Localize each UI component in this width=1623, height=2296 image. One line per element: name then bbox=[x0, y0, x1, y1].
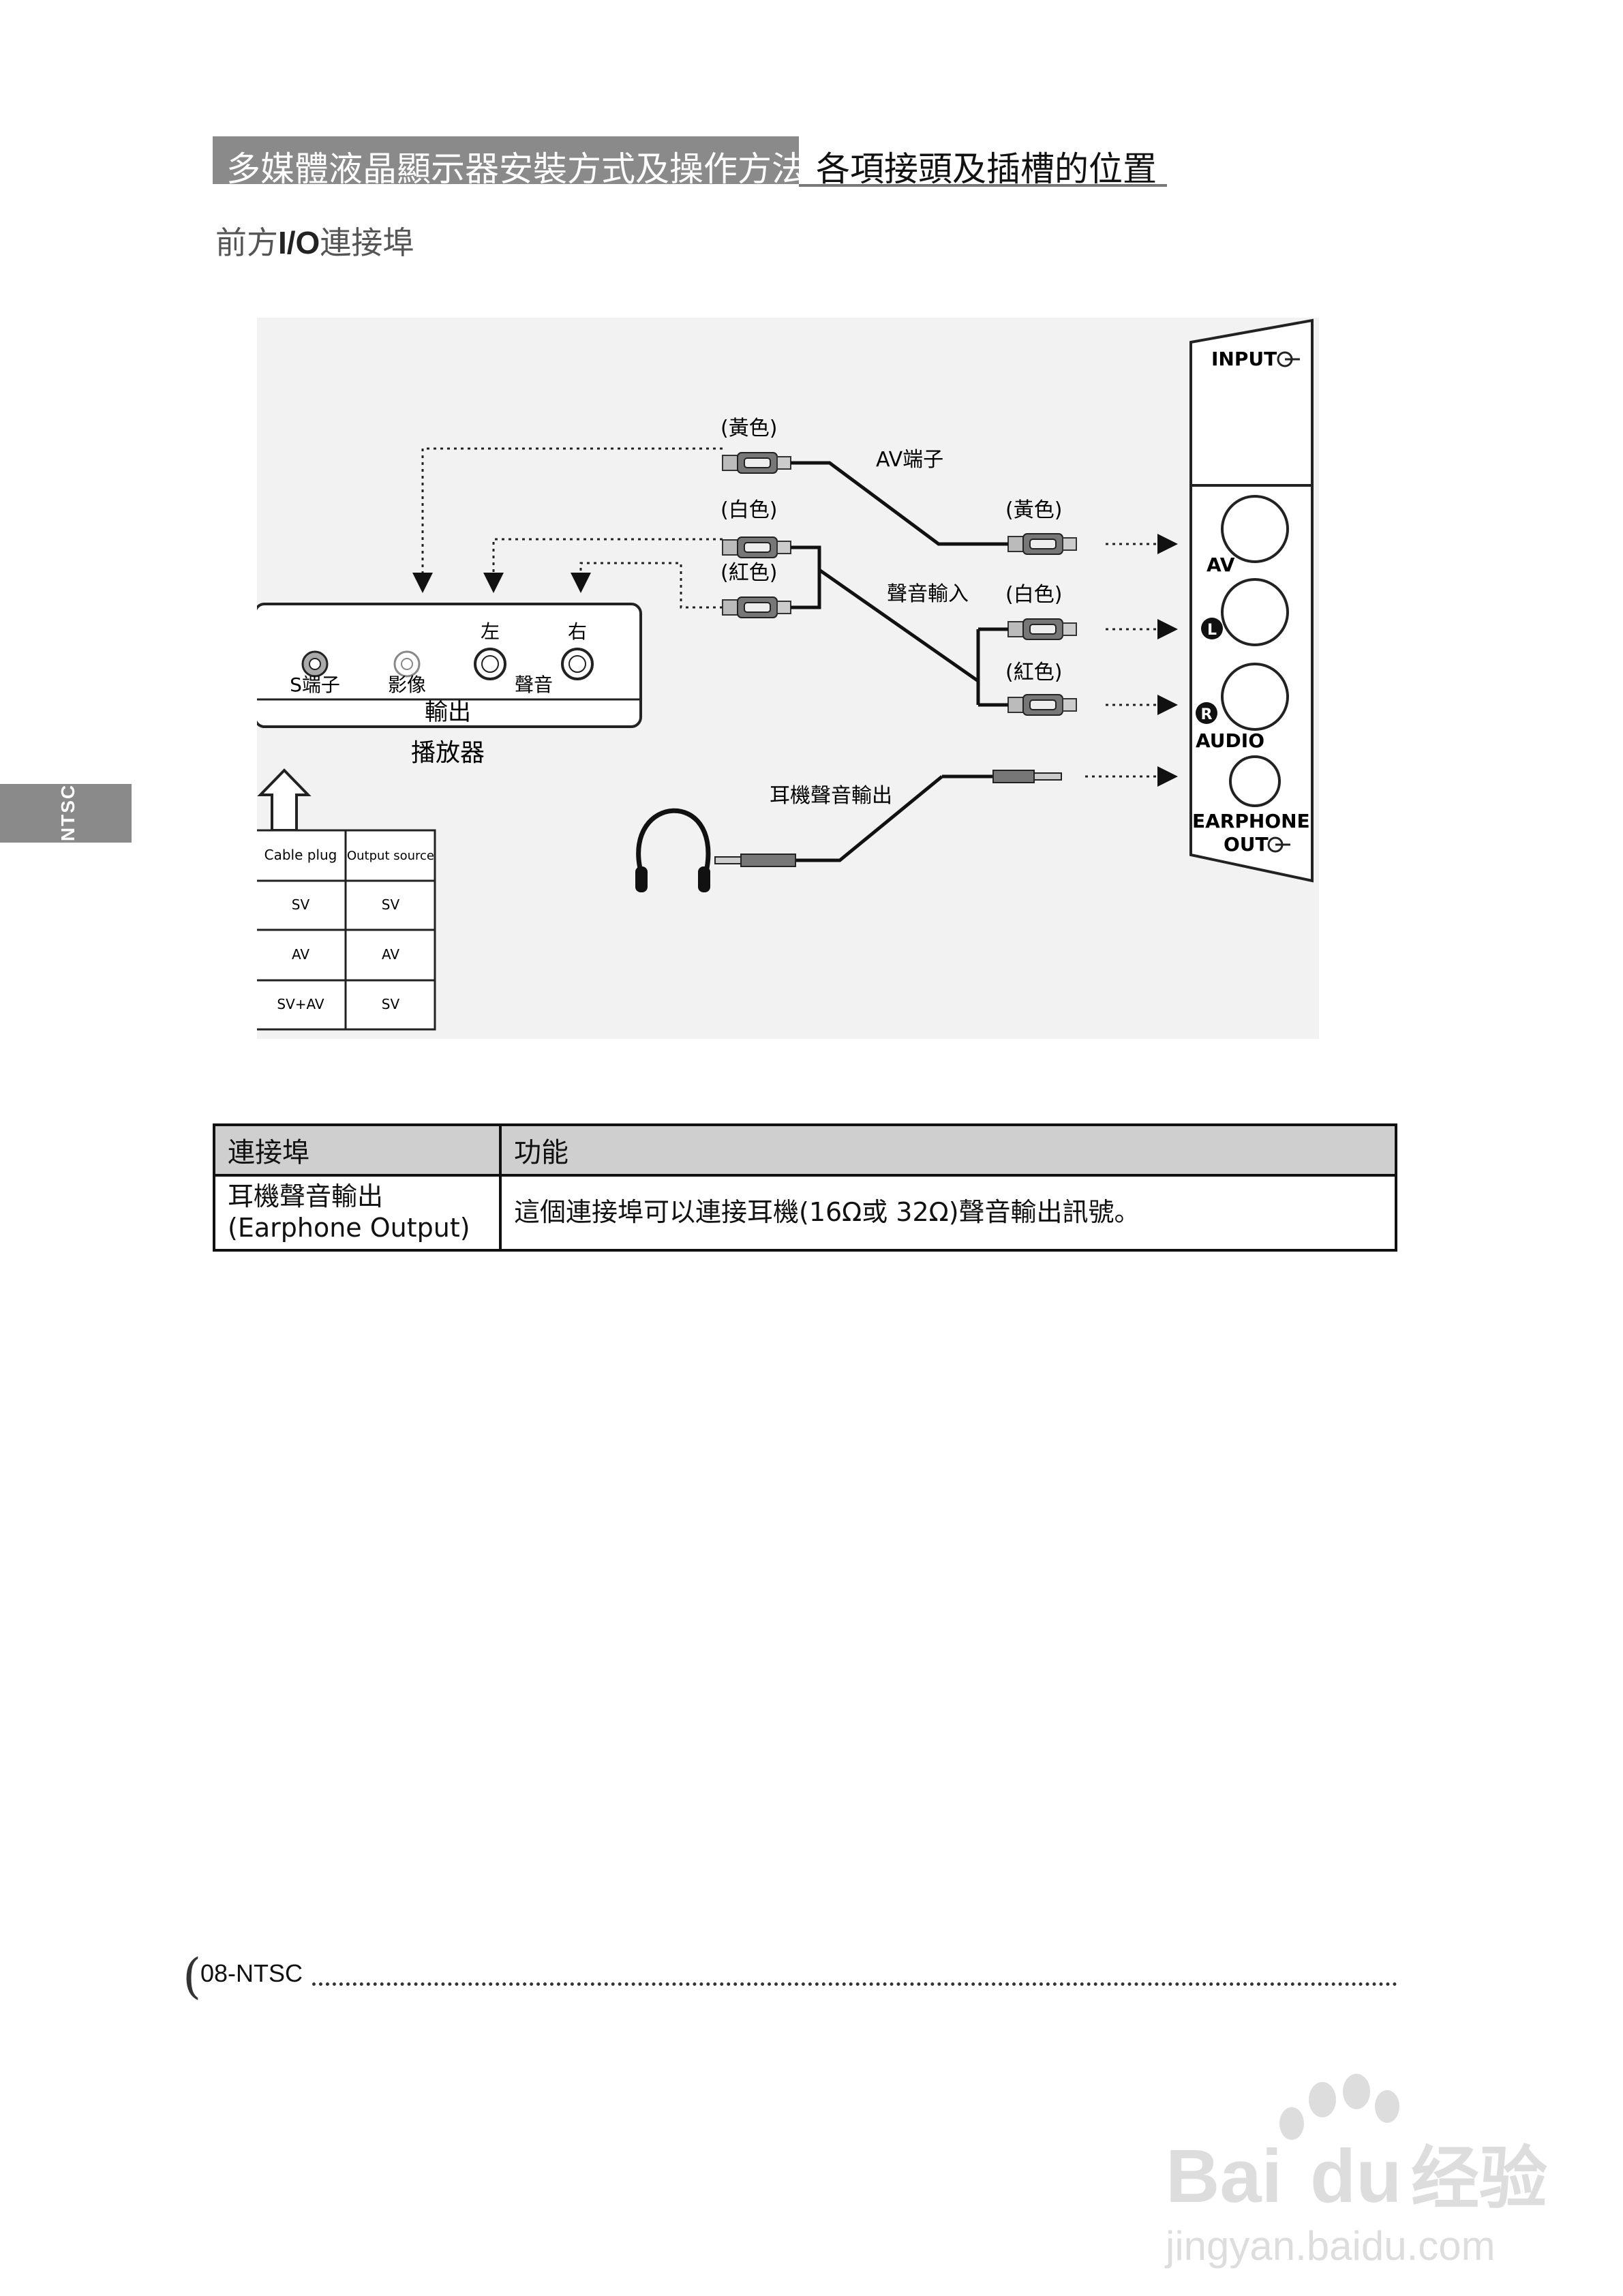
s-terminal-label: S端子 bbox=[290, 674, 340, 696]
rca-plug-red-left bbox=[722, 596, 791, 618]
side-tab-label: NTSC bbox=[57, 783, 78, 842]
earphone-label: EARPHONE bbox=[1192, 810, 1310, 832]
table-cell: SV bbox=[382, 896, 400, 913]
diagram-svg: INPUT AV L R AUDIO EARPHONE OUT (黃色) (白色… bbox=[254, 318, 1314, 1031]
l-badge-icon bbox=[1201, 618, 1223, 639]
page-footer: ( 08-NTSC bbox=[183, 1948, 1397, 2004]
table-cell: SV bbox=[382, 996, 400, 1012]
headphones-icon bbox=[635, 808, 711, 892]
baidu-watermark: Bai du 经验 jingyan.baidu.com bbox=[1159, 2066, 1609, 2270]
subtitle-io: I/O bbox=[278, 225, 320, 260]
table-cell: AV bbox=[382, 946, 399, 963]
red-label-left: (紅色) bbox=[721, 561, 777, 585]
out-label: OUT bbox=[1224, 833, 1269, 856]
side-tab: NTSC bbox=[0, 784, 132, 843]
audio-right-jack bbox=[1221, 663, 1289, 731]
av-jack bbox=[1221, 495, 1289, 563]
footer-dotted-rule bbox=[312, 1982, 1397, 1986]
red-label-right: (紅色) bbox=[1005, 661, 1062, 684]
rca-plug-yellow-right bbox=[1007, 533, 1077, 555]
paw-logo-icon bbox=[1279, 2074, 1399, 2140]
subtitle-prefix: 前方 bbox=[215, 224, 278, 261]
audio-label: AUDIO bbox=[1196, 729, 1264, 752]
l-badge-label: L bbox=[1207, 622, 1217, 639]
yellow-label-right: (黃色) bbox=[1005, 498, 1062, 522]
white-label-left: (白色) bbox=[721, 498, 777, 522]
av-port-label: AV bbox=[1207, 554, 1235, 576]
chapter-title-text: 多媒體液晶顯示器安裝方式及操作方法 bbox=[226, 149, 806, 189]
page-subtitle: 前方I/O連接埠 bbox=[215, 218, 414, 263]
table-row: 耳機聲音輸出 (Earphone Output) 這個連接埠可以連接耳機(16Ω… bbox=[213, 1174, 1397, 1252]
watermark-url: jingyan.baidu.com bbox=[1164, 2223, 1496, 2269]
player-label: 播放器 bbox=[411, 739, 485, 767]
earphone-plug-right bbox=[992, 770, 1062, 783]
up-arrow-icon bbox=[257, 768, 312, 832]
video-label: 影像 bbox=[388, 674, 426, 696]
audio-left-jack bbox=[1221, 578, 1289, 646]
sound-label: 聲音 bbox=[515, 674, 553, 696]
subtitle-suffix: 連接埠 bbox=[320, 224, 414, 261]
left-channel-label: 左 bbox=[481, 620, 500, 643]
audio-input-label: 聲音輸入 bbox=[887, 582, 969, 606]
yellow-label-left: (黃色) bbox=[721, 417, 777, 440]
watermark-brand2: du bbox=[1310, 2134, 1401, 2218]
r-badge-icon bbox=[1196, 702, 1217, 724]
rca-plug-white-left bbox=[722, 537, 791, 558]
table-header-source: Output source bbox=[347, 849, 434, 863]
cables bbox=[791, 461, 1008, 862]
dotted-arrows-player bbox=[412, 447, 723, 609]
header-function: 功能 bbox=[499, 1123, 1397, 1177]
page-number: 08-NTSC bbox=[200, 1959, 303, 1987]
tv-side-panel: INPUT AV L R AUDIO EARPHONE OUT bbox=[1189, 318, 1314, 883]
footer-bracket-icon: ( bbox=[183, 1948, 202, 2004]
watermark-cn: 经验 bbox=[1411, 2141, 1547, 2217]
port-name-en: (Earphone Output) bbox=[228, 1213, 470, 1243]
table-cell: SV+AV bbox=[277, 996, 324, 1012]
table-cell: AV bbox=[292, 946, 309, 963]
input-label: INPUT bbox=[1211, 348, 1277, 370]
av-cable-label: AV端子 bbox=[876, 448, 943, 472]
header-port: 連接埠 bbox=[213, 1123, 502, 1177]
header-section-title: 各項接頭及插槽的位置 bbox=[799, 136, 1167, 189]
cable-source-table: Cable plug Output source SV SV AV AV SV+… bbox=[254, 829, 436, 1031]
earphone-plug-left bbox=[714, 854, 796, 867]
function-cell: 這個連接埠可以連接耳機(16Ω或 32Ω)聲音輸出訊號。 bbox=[499, 1174, 1397, 1252]
earphone-output-label: 耳機聲音輸出 bbox=[770, 784, 892, 808]
right-channel-label: 右 bbox=[568, 620, 587, 643]
rca-plug-white-right bbox=[1007, 618, 1077, 640]
section-heading-text: 各項接頭及插槽的位置 bbox=[816, 149, 1157, 189]
r-badge-label: R bbox=[1201, 706, 1213, 723]
header-chapter-title: 多媒體液晶顯示器安裝方式及操作方法 bbox=[213, 136, 806, 189]
output-label: 輸出 bbox=[425, 699, 471, 726]
table-cell: SV bbox=[292, 896, 310, 913]
port-name-cn: 耳機聲音輸出 bbox=[228, 1181, 384, 1212]
earphone-jack bbox=[1229, 755, 1281, 807]
rca-plug-red-right bbox=[1007, 694, 1077, 716]
white-label-right: (白色) bbox=[1005, 583, 1062, 607]
port-function-table: 連接埠 功能 耳機聲音輸出 (Earphone Output) 這個連接埠可以連… bbox=[213, 1123, 1397, 1252]
table-header-cable: Cable plug bbox=[264, 847, 337, 863]
player-device: 左 右 S端子 影像 聲音 輸出 播放器 bbox=[254, 603, 642, 767]
watermark-brand: Bai bbox=[1166, 2134, 1282, 2218]
port-cell: 耳機聲音輸出 (Earphone Output) bbox=[213, 1174, 502, 1252]
rca-plug-yellow-left bbox=[722, 452, 791, 474]
connection-diagram: INPUT AV L R AUDIO EARPHONE OUT (黃色) (白色… bbox=[254, 318, 1319, 1039]
dotted-arrows-panel bbox=[1085, 534, 1178, 787]
table-header-row: 連接埠 功能 bbox=[213, 1123, 1397, 1177]
